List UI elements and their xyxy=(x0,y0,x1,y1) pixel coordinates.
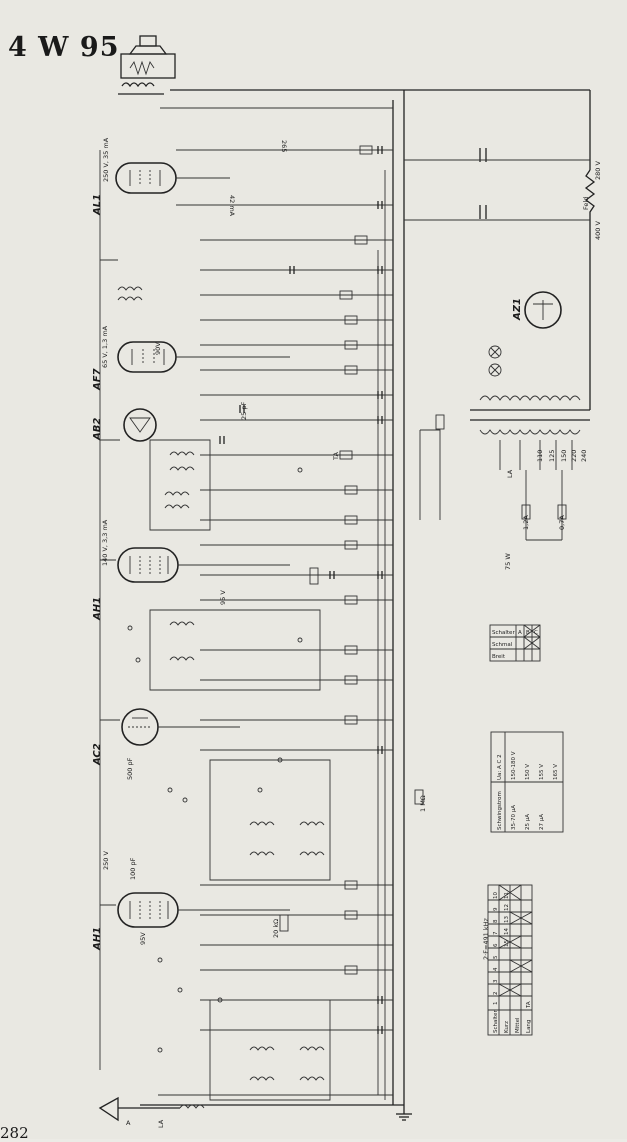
label-75w: 75 W xyxy=(504,553,512,570)
label-ta: TA xyxy=(332,452,340,461)
abc-header-label: Schalter xyxy=(492,630,515,636)
label-al1: AL1 xyxy=(92,194,103,216)
ground-icon xyxy=(396,1108,412,1121)
resistors xyxy=(279,145,424,975)
coils xyxy=(117,286,325,1109)
label-1mohm: 1 MΩ xyxy=(419,795,427,812)
label-v140: 140 V, 3,3 mA xyxy=(101,519,109,566)
label-la-mains: LA xyxy=(506,469,514,478)
label-v65: 65 V, 1,3 mA xyxy=(101,325,109,368)
label-100pf: 100 pF xyxy=(129,857,137,880)
abc-row-schmal: Schmal xyxy=(492,642,513,648)
switch-contacts xyxy=(127,467,303,1053)
switch-col-3: 3 xyxy=(493,979,499,983)
label-field: Feld xyxy=(582,197,590,210)
switch-row-mittel: Mittel xyxy=(515,1017,521,1033)
switch-col-5: 5 xyxy=(493,955,499,959)
tube-AZ1 xyxy=(524,291,562,329)
tube-AH1-b xyxy=(117,892,179,928)
label-af7: AF7 xyxy=(92,368,103,391)
label-110: 110 xyxy=(536,450,544,462)
schwing-r3c1: 165 V xyxy=(553,764,559,780)
switch-header: Schalter xyxy=(493,1010,499,1033)
tube-AF7 xyxy=(117,341,177,373)
tube-AH1-a xyxy=(117,547,179,583)
label-fuse-2: 0,7A xyxy=(558,515,566,530)
label-antenna-a: A xyxy=(126,1119,131,1127)
label-az1: AZ1 xyxy=(512,298,523,321)
schwing-r1c1: 150 V xyxy=(525,764,531,780)
antenna-icon xyxy=(98,1096,180,1122)
switch-col-14: 14 xyxy=(504,928,510,935)
label-400v: 400 V xyxy=(594,221,602,240)
table-switch-positions: Schalter Kurz Mittel Lang TA 1 2 3 4 5 6… xyxy=(487,884,533,1036)
label-500pf: 500 pF xyxy=(126,757,134,780)
switch-col-11: 11 xyxy=(504,892,510,899)
tube-AL1 xyxy=(115,162,177,194)
label-v250-35ma: 250 V, 35 mA xyxy=(102,137,110,182)
switch-col-13: 13 xyxy=(504,916,510,923)
capacitors xyxy=(219,146,487,1034)
tube-AC2 xyxy=(121,708,159,746)
switch-col-1: 1 xyxy=(493,1002,499,1006)
mains-transformer xyxy=(470,395,590,470)
schwing-r1c0: 25 μA xyxy=(525,814,531,830)
loudspeaker-icon xyxy=(120,35,176,79)
output-transformer xyxy=(118,82,164,95)
table-switch-abc: Schalter A B C Schmal Breit xyxy=(489,624,541,662)
label-150: 150 xyxy=(560,450,568,462)
table-schwingstrom: Schwingstrom Ua: A C 2 35-70 μA 150-180 … xyxy=(490,731,564,833)
abc-header-a: A xyxy=(518,630,522,636)
page-title: 4 W 95 xyxy=(8,32,120,63)
switch-col-12: 12 xyxy=(504,904,510,911)
label-antenna-la: LA xyxy=(157,1119,165,1128)
label-fuse-1: 1,2A xyxy=(522,515,530,530)
label-ah1-b: AH1 xyxy=(92,927,103,951)
abc-header-b: B xyxy=(526,630,530,636)
schwing-r2c0: 27 μA xyxy=(539,814,545,830)
schwing-header-1: Ua: A C 2 xyxy=(497,754,503,780)
pilot-lamps xyxy=(488,345,502,377)
page-number: 282 xyxy=(0,1124,29,1142)
schwing-header-0: Schwingstrom xyxy=(497,791,503,830)
schwing-r0c1: 150-180 V xyxy=(511,751,517,780)
label-265: 265 xyxy=(280,140,288,152)
switch-row-ta: TA xyxy=(526,1001,532,1009)
switch-col-8: 8 xyxy=(493,919,499,923)
switch-col-4: 4 xyxy=(493,967,499,971)
label-25pf: 25 pF xyxy=(240,402,248,420)
schwing-r0c0: 35-70 μA xyxy=(511,805,517,830)
label-240: 240 xyxy=(580,450,588,462)
label-125: 125 xyxy=(548,450,556,462)
label-220: 220 xyxy=(570,450,578,462)
field-coil xyxy=(584,169,596,240)
schwing-r2c1: 155 V xyxy=(539,764,545,780)
abc-header-c: C xyxy=(534,630,538,636)
switch-col-7: 7 xyxy=(493,931,499,935)
label-if-frequency: 2·F=491 kHz xyxy=(482,917,490,960)
label-v250b: 250 V xyxy=(102,851,110,870)
switch-row-lang: Lang xyxy=(526,1020,532,1033)
label-280v: 280 V xyxy=(594,161,602,180)
label-20kohm: 20 kΩ xyxy=(272,919,280,938)
tube-AB2 xyxy=(123,408,157,442)
switch-col-10: 10 xyxy=(493,892,499,899)
switch-col-2: 2 xyxy=(493,992,499,996)
switch-col-9: 9 xyxy=(493,907,499,911)
component-branches xyxy=(176,149,393,1031)
switch-row-kurz: Kurz xyxy=(504,1021,510,1033)
label-42ma: 42 mA xyxy=(228,195,236,217)
label-90v: 90V xyxy=(154,342,162,355)
switch-col-15: 15 xyxy=(504,940,510,947)
label-ah1-a: AH1 xyxy=(92,597,103,621)
label-v95b: 95 V xyxy=(219,590,227,605)
label-ac2: AC2 xyxy=(92,743,103,766)
switch-col-6: 6 xyxy=(493,943,499,947)
label-ab2: AB2 xyxy=(92,418,103,441)
label-v95a: 95V xyxy=(139,932,147,945)
abc-row-breit: Breit xyxy=(492,654,506,660)
